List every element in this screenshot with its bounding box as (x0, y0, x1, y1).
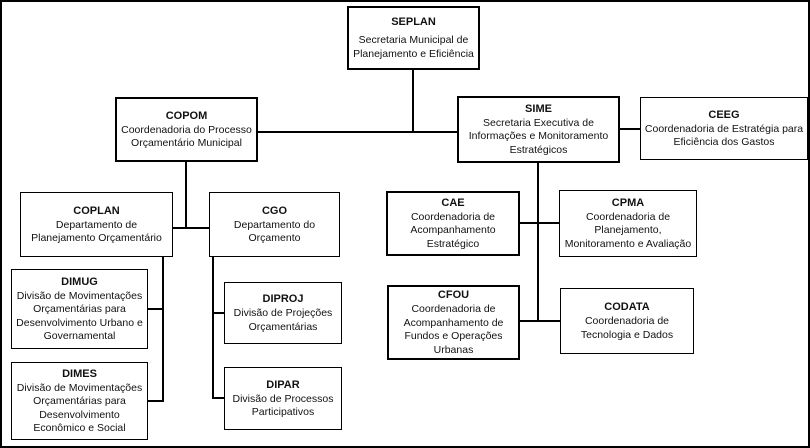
node-acronym: CFOU (437, 289, 470, 301)
node-acronym: CPMA (611, 196, 645, 209)
node-label: Coordenadoria do Processo Orçamentário M… (121, 123, 252, 150)
node-acronym: COPLAN (73, 204, 120, 217)
node-label: Departamento do Orçamento (233, 218, 316, 245)
org-node-cgo: CGO Departamento do Orçamento (209, 192, 340, 257)
org-node-coplan: COPLAN Departamento de Planejamento Orça… (20, 192, 173, 257)
connector-copom-sime (258, 131, 457, 133)
node-acronym: COPOM (165, 109, 208, 122)
node-label: Secretaria Executiva de Informações e Mo… (468, 116, 609, 156)
connector-diproj-stub (213, 312, 225, 314)
connector-coplan-cgo (173, 227, 209, 229)
node-acronym: CEEG (708, 108, 740, 121)
org-node-dimes: DIMES Divisão de Movimentações Orçamentá… (11, 362, 148, 440)
org-node-codata: CODATA Coordenadoria de Tecnologia e Dad… (560, 288, 694, 354)
node-acronym: DIPAR (266, 378, 300, 391)
node-label: Divisão de Projeções Orçamentárias (233, 307, 333, 333)
node-acronym: DIMES (62, 367, 97, 380)
connector-coplan-trunk (162, 256, 164, 402)
connector-sime-trunk (537, 162, 539, 322)
org-node-copom: COPOM Coordenadoria do Processo Orçament… (115, 97, 258, 162)
node-acronym: CGO (261, 204, 288, 217)
node-acronym: CAE (441, 196, 465, 209)
node-label: Coordenadoria de Estratégia para Eficiên… (644, 122, 804, 149)
node-label: Coordenadoria de Acompanhamento de Fundo… (403, 303, 504, 356)
node-label: Coordenadoria de Acompanhamento Estratég… (410, 210, 496, 250)
connector-dipar-stub (213, 397, 225, 399)
node-label: Coordenadoria de Planejamento, Monitoram… (564, 210, 692, 250)
node-acronym: SEPLAN (391, 16, 436, 28)
node-label: Divisão de Movimentações Orçamentárias p… (16, 381, 143, 435)
node-label: Coordenadoria de Tecnologia e Dados (580, 315, 674, 341)
org-node-ceeg: CEEG Coordenadoria de Estratégia para Ef… (640, 97, 808, 160)
node-acronym: CODATA (604, 301, 650, 313)
connector-seplan-drop (412, 69, 414, 132)
connector-copom-drop (185, 162, 187, 229)
org-node-cfou: CFOU Coordenadoria de Acompanhamento de … (387, 285, 520, 360)
node-acronym: DIPROJ (262, 293, 304, 305)
connector-sime-ceeg (620, 128, 640, 130)
node-label: Divisão de Movimentações Orçamentárias p… (16, 289, 143, 343)
org-node-dipar: DIPAR Divisão de Processos Participativo… (224, 367, 342, 430)
node-acronym: DIMUG (61, 275, 98, 288)
connector-dimes-stub (148, 400, 163, 402)
org-node-sime: SIME Secretaria Executiva de Informações… (457, 96, 620, 163)
node-label: Divisão de Processos Participativos (232, 392, 334, 419)
org-node-cae: CAE Coordenadoria de Acompanhamento Estr… (386, 191, 520, 256)
node-label: Secretaria Municipal de Planejamento e E… (353, 34, 474, 60)
connector-cae-cpma (520, 222, 559, 224)
connector-dimug-stub (148, 308, 163, 310)
org-node-dimug: DIMUG Divisão de Movimentações Orçamentá… (11, 269, 148, 349)
node-acronym: SIME (525, 102, 552, 115)
org-node-seplan: SEPLAN Secretaria Municipal de Planejame… (347, 6, 480, 70)
node-label: Departamento de Planejamento Orçamentári… (31, 218, 162, 245)
connector-cgo-trunk (212, 256, 214, 399)
connector-cfou-codata (520, 320, 560, 322)
org-node-diproj: DIPROJ Divisão de Projeções Orçamentária… (224, 282, 342, 344)
org-node-cpma: CPMA Coordenadoria de Planejamento, Moni… (559, 190, 697, 257)
